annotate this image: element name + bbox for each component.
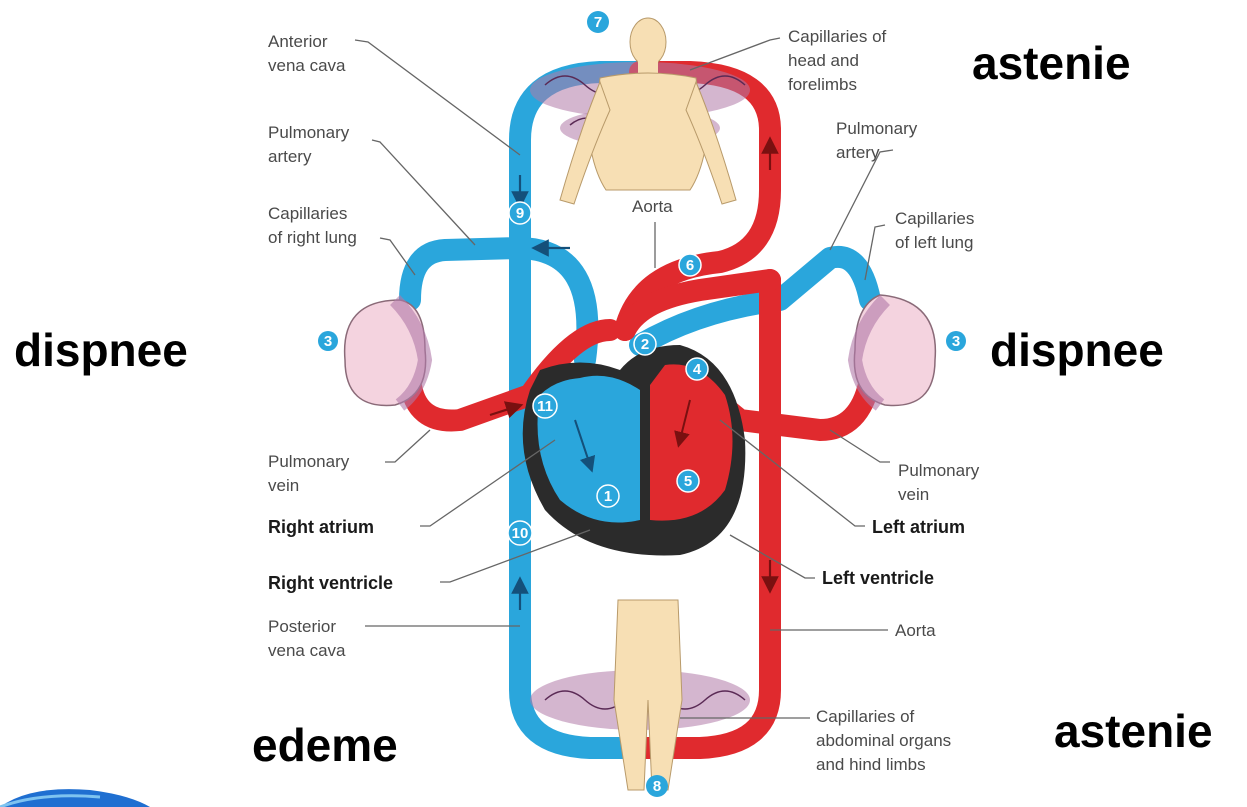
marker-7: 7 [587,11,609,33]
svg-text:4: 4 [693,361,702,378]
label-left-atrium: Left atrium [872,517,965,537]
label-capillaries-head-1: Capillaries of [788,27,887,46]
label-left-ventricle: Left ventricle [822,568,934,588]
symptom-bottom-right: astenie [1054,708,1213,754]
svg-text:3: 3 [324,333,332,350]
label-capillaries-head-2: head and [788,51,859,70]
marker-5: 5 [677,470,699,492]
marker-3-right: 3 [946,331,966,351]
right-lung [345,300,426,405]
slide-swoosh [0,789,150,807]
label-pulmonary-vein-left-2: vein [268,476,299,495]
marker-10: 10 [508,521,532,545]
marker-8: 8 [646,775,668,797]
label-posterior-vena-cava-1: Posterior [268,617,336,636]
svg-text:5: 5 [684,473,692,490]
marker-11: 11 [533,394,557,418]
marker-6: 6 [679,254,701,276]
svg-text:3: 3 [952,333,960,350]
label-pulmonary-artery-right-2: artery [836,143,880,162]
svg-text:9: 9 [516,205,524,222]
label-capillaries-abdominal-1: Capillaries of [816,707,915,726]
symptom-bottom-left: edeme [252,722,398,768]
symptom-top-right: astenie [972,40,1131,86]
label-pulmonary-vein-left-1: Pulmonary [268,452,350,471]
marker-3-left: 3 [318,331,338,351]
label-capillaries-left-lung-1: Capillaries [895,209,974,228]
label-capillaries-abdominal-3: and hind limbs [816,755,926,774]
label-right-ventricle: Right ventricle [268,573,393,593]
label-anterior-vena-cava-2: vena cava [268,56,346,75]
svg-text:7: 7 [594,14,602,31]
marker-1: 1 [597,485,619,507]
label-posterior-vena-cava-2: vena cava [268,641,346,660]
left-lung [854,295,935,405]
svg-text:11: 11 [537,398,553,415]
svg-text:6: 6 [686,257,694,274]
label-capillaries-right-lung-2: of right lung [268,228,357,247]
svg-text:2: 2 [641,336,649,353]
marker-4: 4 [686,358,708,380]
label-capillaries-left-lung-2: of left lung [895,233,973,252]
lower-body-figure [614,600,682,790]
label-capillaries-head-3: forelimbs [788,75,857,94]
label-anterior-vena-cava-1: Anterior [268,32,328,51]
svg-text:1: 1 [604,488,612,505]
symptom-right: dispnee [990,327,1164,373]
label-pulmonary-artery-left-2: artery [268,147,312,166]
label-aorta-top: Aorta [632,197,673,216]
label-pulmonary-artery-left-1: Pulmonary [268,123,350,142]
marker-2: 2 [634,333,656,355]
heart [523,345,746,555]
label-aorta-bottom: Aorta [895,621,936,640]
svg-text:8: 8 [653,778,661,795]
label-capillaries-right-lung-1: Capillaries [268,204,347,223]
label-right-atrium: Right atrium [268,517,374,537]
symptom-left: dispnee [14,327,188,373]
svg-text:10: 10 [512,525,529,542]
label-capillaries-abdominal-2: abdominal organs [816,731,951,750]
label-pulmonary-artery-right-1: Pulmonary [836,119,918,138]
label-pulmonary-vein-right-2: vein [898,485,929,504]
marker-9: 9 [509,202,531,224]
label-pulmonary-vein-right-1: Pulmonary [898,461,980,480]
